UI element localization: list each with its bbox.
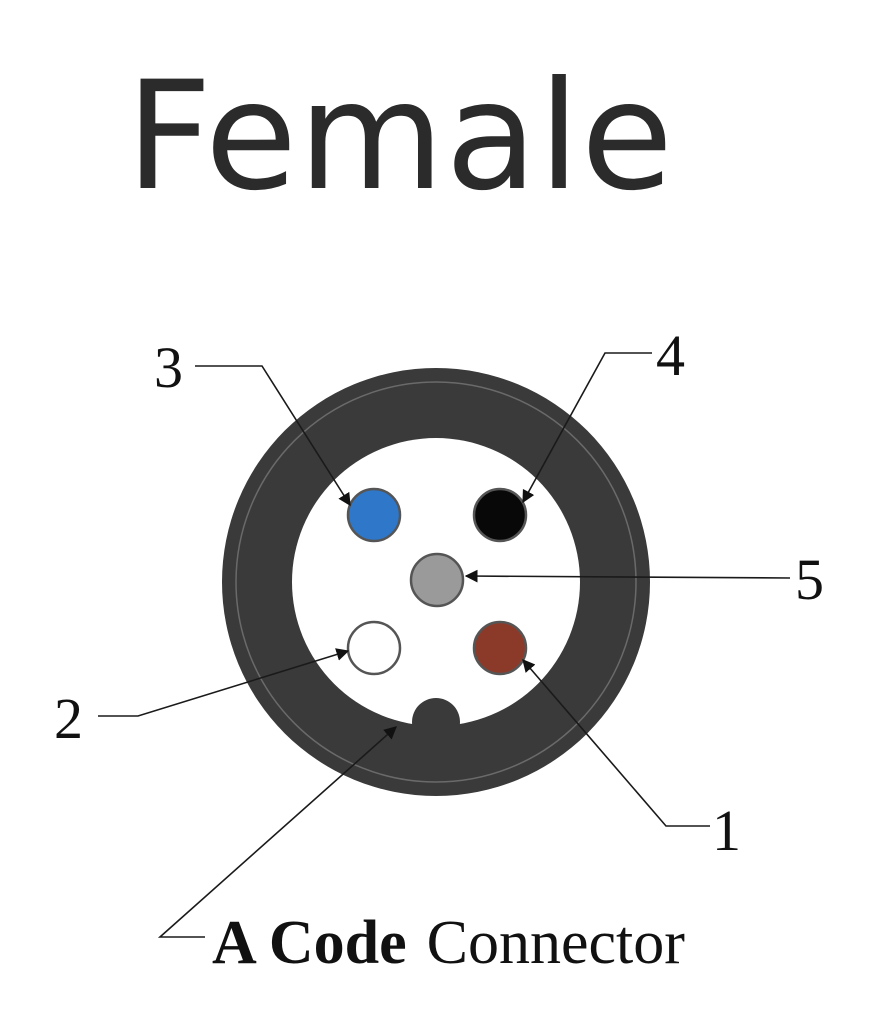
- pin-label-3: 3: [154, 335, 183, 400]
- pin-1: [472, 620, 528, 676]
- leader-line-1: [522, 659, 710, 827]
- housing-ring-line: [235, 381, 637, 783]
- leader-line-coding-key: [157, 726, 397, 938]
- pin-4-contact: [472, 487, 528, 543]
- pin-4: [472, 487, 528, 543]
- pin-3-contact: [346, 487, 402, 543]
- diagram-title: Female: [125, 50, 675, 224]
- pin-3: [346, 487, 402, 543]
- pin-label-1: 1: [712, 798, 741, 863]
- leader-line-4: [522, 352, 652, 504]
- pin-2-contact: [346, 620, 402, 676]
- pin-label-2: 2: [54, 686, 83, 751]
- coding-key: [412, 698, 460, 746]
- pin-5: [409, 552, 465, 608]
- pin-5-contact: [409, 552, 465, 608]
- caption-rest: Connector: [427, 909, 686, 977]
- pin-label-4: 4: [656, 323, 685, 388]
- leader-line-2: [98, 648, 350, 717]
- pin-2: [346, 620, 402, 676]
- pin-1-contact: [472, 620, 528, 676]
- leader-line-3: [195, 365, 351, 507]
- caption-code: A Code: [212, 909, 407, 977]
- leader-line-5: [464, 569, 791, 583]
- caption: A Code Connector: [212, 909, 685, 977]
- pin-label-5: 5: [795, 547, 824, 612]
